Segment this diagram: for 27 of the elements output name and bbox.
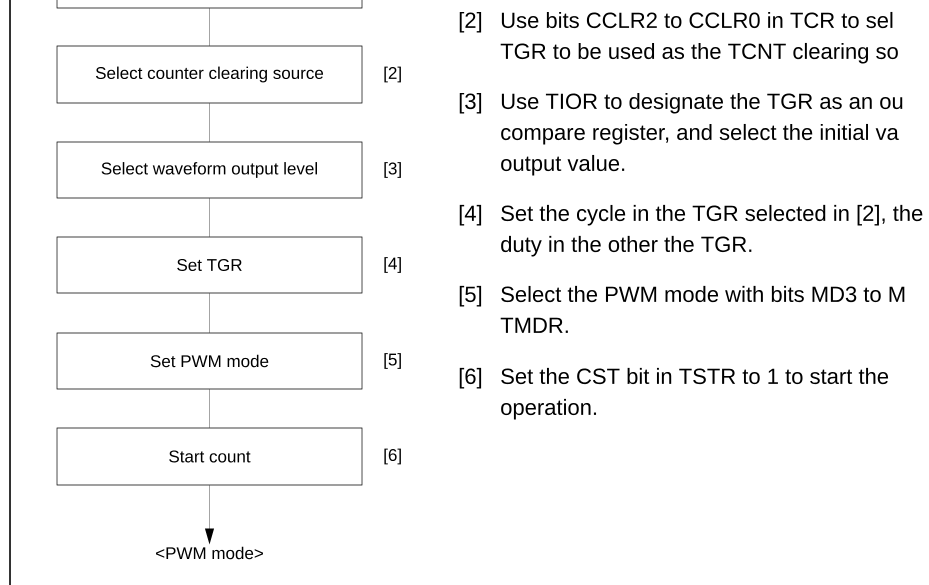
step-number: [6] bbox=[384, 448, 401, 464]
note-text: Use bits CCLR2 to CCLR0 in TCR to sel TGR to be used as the TCNT clearing so bbox=[500, 12, 898, 64]
end-label: <PWM mode> bbox=[156, 546, 263, 560]
connector-line bbox=[209, 389, 210, 428]
step-number: [4] bbox=[460, 204, 482, 226]
note-text: Set the CST bit in TSTR to 1 to start the operation. bbox=[501, 368, 888, 420]
process-box: Set PWM mode bbox=[56, 332, 362, 390]
step-number: [3] bbox=[384, 162, 401, 178]
connector-line bbox=[209, 8, 210, 46]
step-number: [2] bbox=[384, 66, 401, 82]
step-number: [6] bbox=[460, 368, 482, 388]
process-box: Select counter clearing source bbox=[56, 46, 362, 104]
note-text: Set the cycle in the TGR selected in [2], the duty in the other the TGR. bbox=[501, 204, 922, 256]
connector-line bbox=[209, 198, 210, 237]
process-box bbox=[56, 0, 362, 8]
process-box: Start count bbox=[56, 428, 362, 486]
step-number: [4] bbox=[384, 257, 401, 273]
step-number: [2] bbox=[460, 12, 482, 32]
process-box: Select waveform output level bbox=[56, 142, 362, 198]
connector-line bbox=[209, 293, 210, 333]
step-number: [5] bbox=[384, 353, 401, 369]
connector-line bbox=[209, 103, 210, 142]
note-text: Select the PWM mode with bits MD3 to M TMDR. bbox=[500, 286, 904, 333]
note-text: Use TIOR to designate the TGR as an ou compare register, and select the initial va output value. bbox=[501, 92, 902, 176]
step-number: [3] bbox=[460, 92, 482, 114]
process-box: Set TGR bbox=[56, 236, 362, 294]
step-number: [5] bbox=[460, 286, 482, 306]
